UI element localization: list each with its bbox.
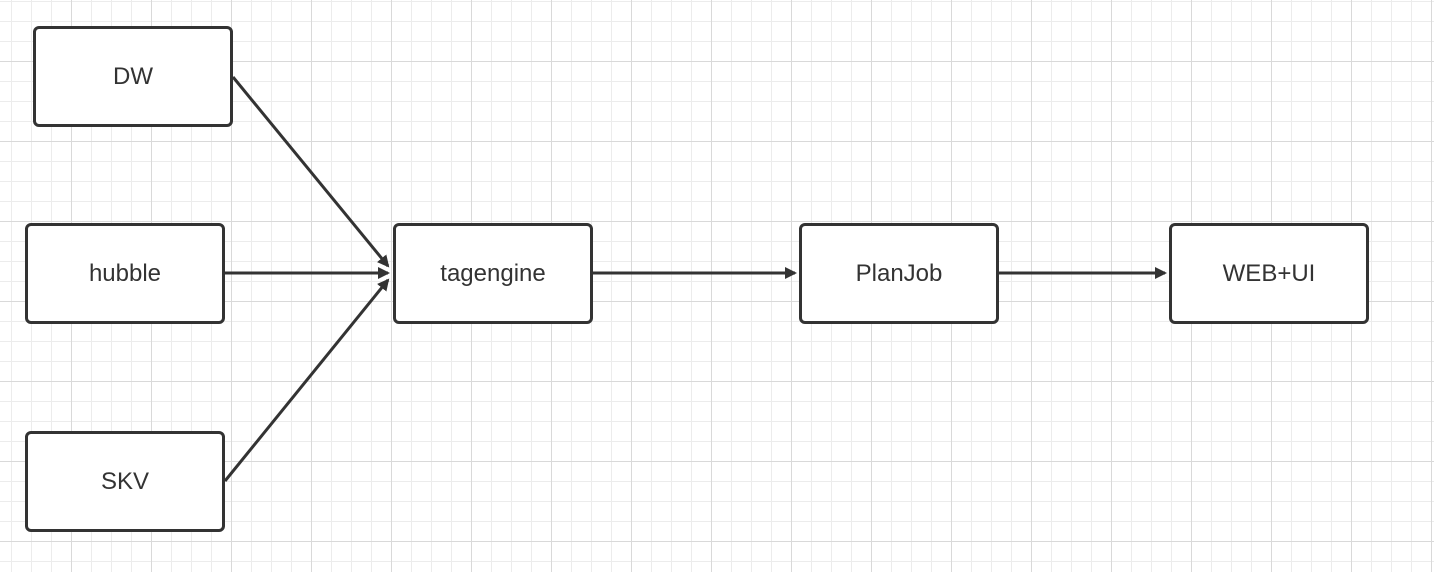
node-dw-label: DW [113,62,153,90]
node-planjob-label: PlanJob [855,259,943,287]
node-webui-label: WEB+UI [1222,259,1316,287]
edge-skv-to-tagengine[interactable] [223,278,390,482]
node-skv-label: SKV [100,467,150,495]
node-hubble-label: hubble [88,259,162,287]
node-hubble[interactable]: hubble [25,223,225,324]
node-webui[interactable]: WEB+UI [1169,223,1369,324]
node-planjob[interactable]: PlanJob [799,223,999,324]
node-tagengine-label: tagengine [440,259,546,287]
node-skv[interactable]: SKV [25,431,225,532]
node-tagengine[interactable]: tagengine [393,223,593,324]
edge-dw-to-tagengine[interactable] [231,76,390,268]
node-dw[interactable]: DW [33,26,233,127]
